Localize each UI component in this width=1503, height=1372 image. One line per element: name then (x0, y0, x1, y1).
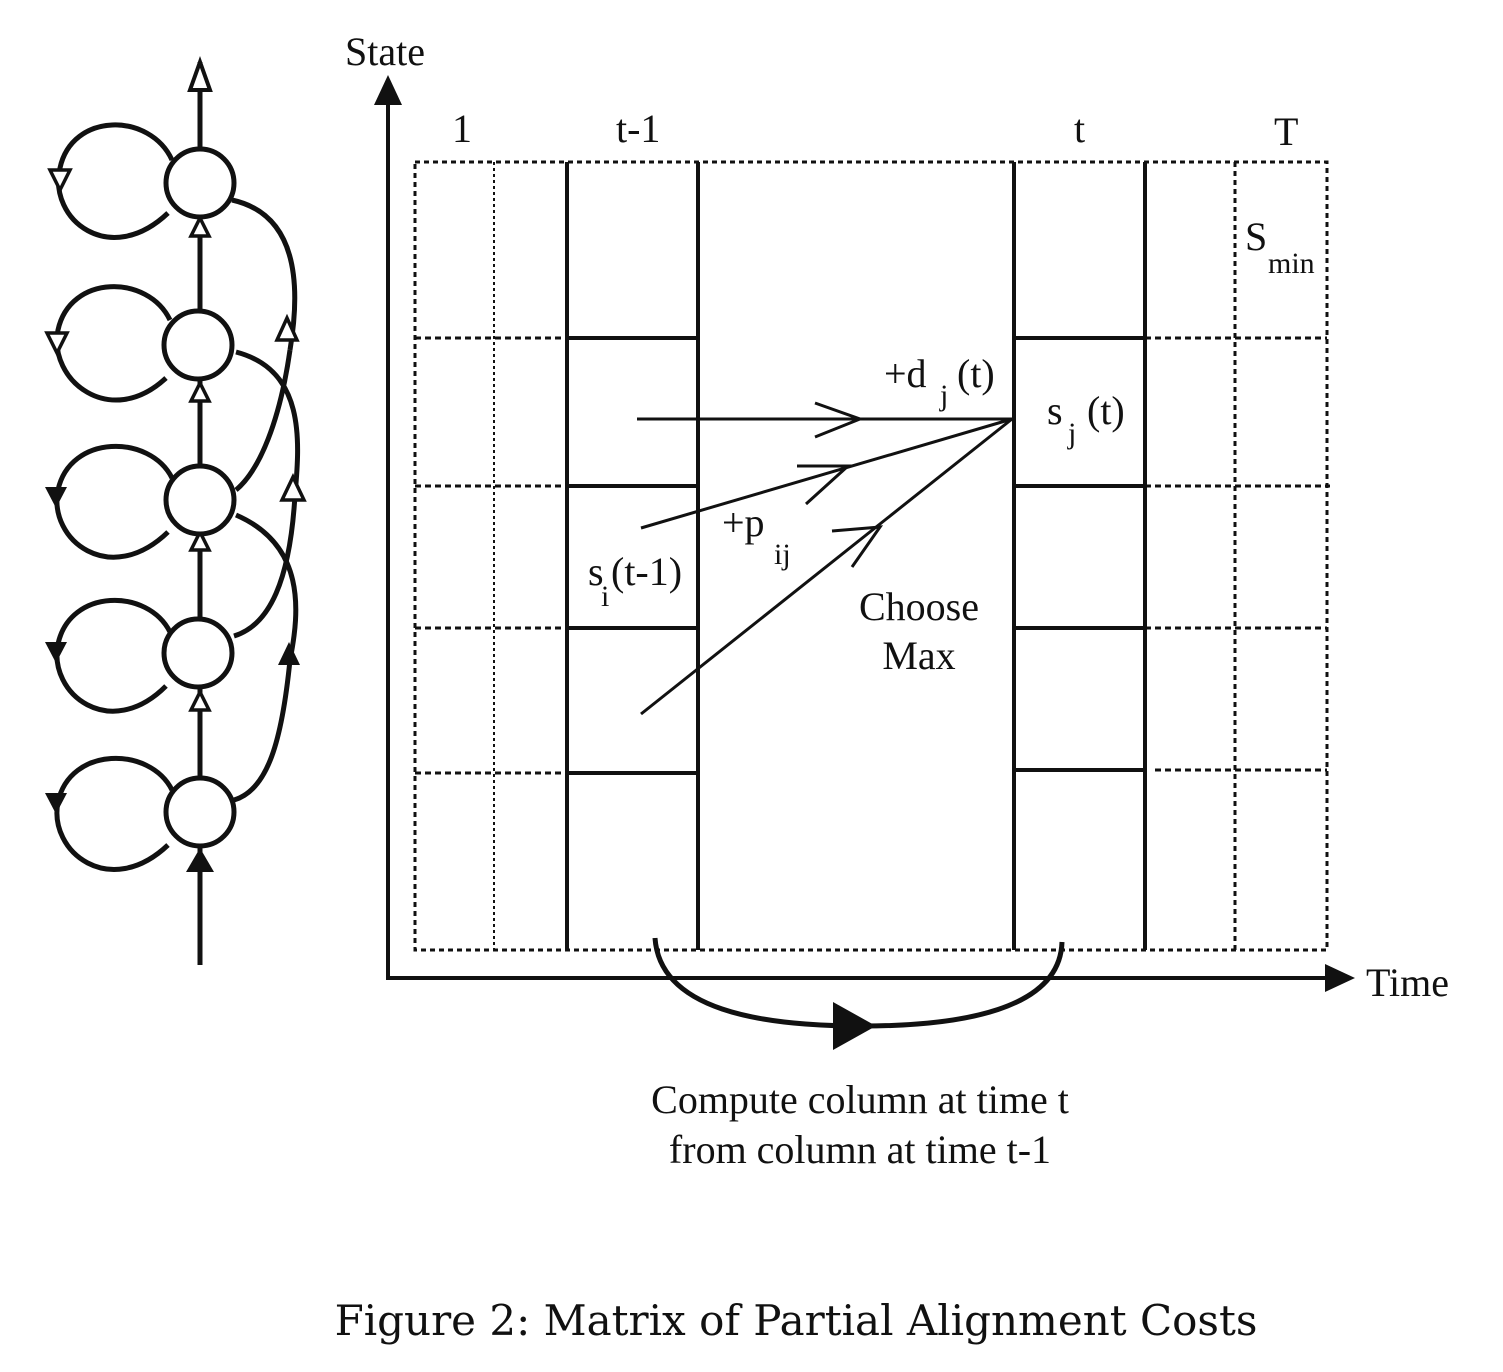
skip-transition (233, 659, 293, 803)
chain-entry-arrow-icon (186, 848, 214, 872)
transition-cost-symbol: +p (722, 500, 765, 545)
self-loop (54, 284, 173, 403)
self-loop (56, 122, 175, 240)
hmm-state-node (161, 616, 235, 690)
hmm-state-node (163, 775, 237, 849)
hmm-state-node (163, 463, 237, 537)
self-loop-arrow-icon (45, 793, 67, 814)
previous-score-symbol: s (588, 549, 604, 594)
arrow-from-lowest-state (640, 417, 1013, 716)
matrix-outline (413, 160, 1329, 952)
self-loop-arrow-icon (44, 331, 70, 357)
skip-arrow-icon (278, 642, 300, 665)
transition-arrow-icon (188, 528, 212, 552)
figure-caption: Figure 2: Matrix of Partial Alignment Co… (335, 1296, 1258, 1345)
emission-cost-subscript: j (939, 379, 948, 412)
skip-transition (235, 349, 301, 496)
choose-max-line1: Choose (859, 584, 979, 629)
self-loop-arrow-icon (47, 168, 73, 194)
transition-arrows (637, 401, 1013, 716)
skip-transition (233, 494, 298, 639)
emission-cost-arg: (t) (957, 351, 995, 396)
column-label-prev: t-1 (616, 106, 660, 151)
choose-max-line2: Max (882, 633, 955, 678)
arrowhead-icon (814, 401, 865, 439)
emission-cost-symbol: +d (884, 351, 927, 396)
hmm-state-chain (44, 56, 307, 965)
time-axis-arrow-icon (1325, 964, 1355, 992)
hmm-state-node (161, 308, 235, 382)
column-label-last: T (1274, 109, 1298, 154)
self-loop (54, 444, 175, 560)
transition-arrow-icon (188, 379, 212, 403)
self-loop (54, 756, 175, 872)
state-axis-label: State (345, 29, 425, 74)
hmm-state-node (163, 146, 237, 220)
skip-arrow-icon (279, 472, 307, 502)
transition-cost-subscript: ij (774, 538, 791, 571)
self-loop-arrow-icon (45, 642, 67, 663)
current-score-symbol: s (1047, 388, 1063, 433)
compute-note-line1: Compute column at time t (651, 1077, 1069, 1122)
row-dividers (415, 336, 1330, 775)
arrow-from-lower-state (640, 417, 1013, 530)
column-t-minus-1 (565, 162, 700, 950)
self-loop (54, 598, 173, 714)
arrowhead-icon (831, 525, 884, 568)
s-min-symbol: S (1245, 214, 1267, 259)
column-label-first: 1 (452, 106, 472, 151)
chain-top-arrow-icon (187, 56, 213, 92)
trellis-matrix (374, 75, 1355, 1050)
s-min-subscript: min (1268, 247, 1315, 280)
skip-arrow-icon (274, 313, 300, 342)
self-loop-arrow-icon (45, 487, 67, 508)
column-label-current: t (1074, 106, 1085, 151)
state-axis-arrow-icon (374, 75, 402, 105)
previous-score-subscript: i (601, 580, 609, 613)
compute-column-arrow-icon (833, 1002, 876, 1050)
transition-arrow-icon (188, 214, 212, 238)
previous-score-arg: (t-1) (611, 549, 682, 594)
arrowhead-icon (797, 464, 852, 506)
time-axis-label: Time (1366, 960, 1449, 1005)
compute-note-line2: from column at time t-1 (669, 1127, 1051, 1172)
current-score-subscript: j (1067, 417, 1076, 450)
column-t (1012, 162, 1147, 950)
transition-arrow-icon (188, 688, 212, 712)
skip-transition (234, 349, 293, 492)
current-score-arg: (t) (1087, 388, 1125, 433)
skip-transition (235, 512, 299, 661)
